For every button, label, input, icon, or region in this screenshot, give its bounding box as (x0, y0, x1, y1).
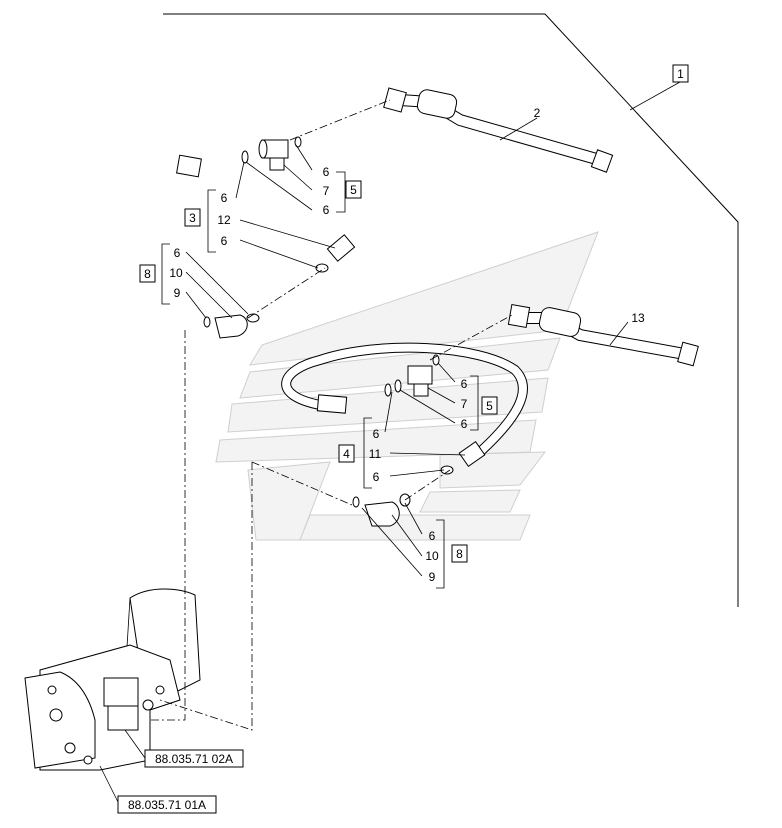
callout-4: 4 (338, 444, 355, 463)
svg-text:8: 8 (456, 547, 463, 561)
routing-lines (148, 330, 353, 731)
leader-lines (99, 81, 681, 803)
svg-text:6: 6 (461, 417, 468, 431)
callout-2: 2 (534, 106, 541, 120)
svg-text:9: 9 (174, 286, 181, 300)
svg-text:5: 5 (350, 183, 357, 197)
svg-text:1: 1 (677, 67, 684, 81)
svg-text:4: 4 (343, 447, 350, 461)
svg-text:2: 2 (534, 106, 541, 120)
svg-text:10: 10 (169, 266, 183, 280)
svg-text:3: 3 (189, 211, 196, 225)
assembly-frame (163, 13, 739, 607)
callout-5-upper: 5 (345, 180, 362, 199)
callout-5-lower: 5 (481, 396, 498, 415)
svg-text:7: 7 (323, 184, 330, 198)
reference-box-a: 88.035.71 02A (144, 749, 244, 768)
svg-text:6: 6 (221, 191, 228, 205)
svg-text:6: 6 (373, 427, 380, 441)
lower-hose-group (281, 304, 699, 527)
callout-13: 13 (631, 311, 645, 325)
svg-text:13: 13 (631, 311, 645, 325)
reference-box-b: 88.035.71 01A (117, 795, 217, 814)
svg-text:5: 5 (486, 399, 493, 413)
svg-text:10: 10 (425, 549, 439, 563)
svg-text:88.035.71 01A: 88.035.71 01A (128, 798, 206, 812)
lower-item-numbers: 6 7 6 6 11 6 6 10 9 (369, 377, 468, 584)
svg-text:6: 6 (323, 203, 330, 217)
svg-text:6: 6 (174, 246, 181, 260)
upper-item-numbers: 6 7 6 6 12 6 6 10 9 (169, 165, 329, 300)
svg-text:7: 7 (461, 397, 468, 411)
callout-8-upper: 8 (139, 264, 156, 283)
valve-block-assembly (24, 588, 201, 771)
callout-3: 3 (184, 208, 201, 227)
svg-text:12: 12 (217, 213, 231, 227)
background-watermark (215, 231, 599, 541)
svg-text:6: 6 (373, 470, 380, 484)
svg-text:88.035.71 02A: 88.035.71 02A (155, 752, 233, 766)
svg-text:9: 9 (429, 570, 436, 584)
upper-hose-group (145, 87, 614, 339)
callout-8-lower: 8 (451, 544, 468, 563)
svg-text:6: 6 (221, 234, 228, 248)
svg-text:6: 6 (461, 377, 468, 391)
svg-text:6: 6 (323, 165, 330, 179)
callout-1: 1 (672, 64, 689, 83)
svg-text:6: 6 (429, 529, 436, 543)
svg-text:11: 11 (369, 447, 382, 461)
svg-text:8: 8 (144, 267, 151, 281)
